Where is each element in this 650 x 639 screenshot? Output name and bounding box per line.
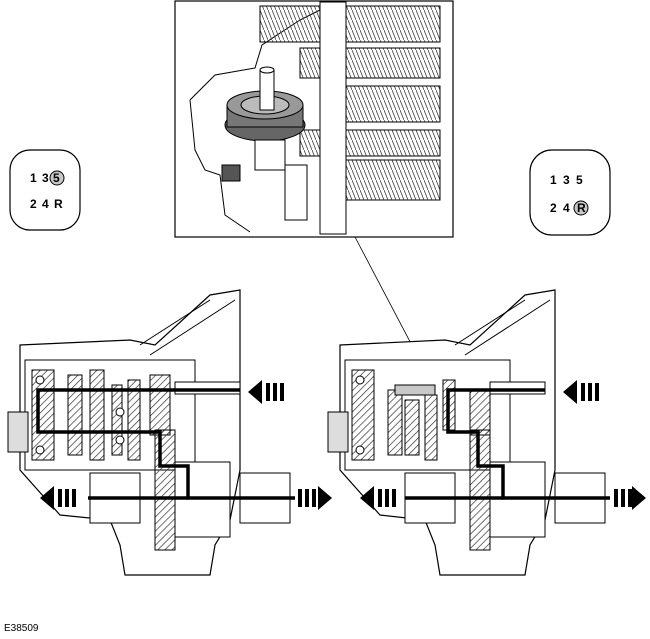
input-arrow-left — [248, 380, 284, 404]
gear-label: R — [54, 197, 63, 211]
gear-label: 5 — [576, 173, 583, 187]
gear-label: 2 — [550, 201, 557, 215]
figure-reference: E38509 — [4, 623, 39, 634]
power-flow-line — [446, 388, 610, 500]
gear-label: 1 — [550, 173, 557, 187]
gear-label: 4 — [42, 197, 49, 211]
output-arrow-right-of-left — [298, 486, 332, 510]
power-flow-line — [36, 388, 295, 500]
gear-label-selected: R — [577, 201, 586, 215]
output-arrow-left — [40, 486, 76, 510]
gear-pattern-right: 1 3 5 2 4 R — [529, 149, 611, 236]
output-arrow-left-of-right — [360, 486, 396, 510]
gear-label: 3 — [42, 171, 49, 185]
detail-inset — [174, 0, 454, 238]
input-arrow-right — [563, 380, 599, 404]
output-arrow-right — [614, 486, 646, 510]
gear-label-selected: 5 — [53, 171, 60, 185]
gear-label: 3 — [563, 173, 570, 187]
cross-section-right — [327, 289, 610, 576]
gear-label: 1 — [30, 171, 37, 185]
cross-section-left — [7, 289, 295, 576]
gear-pattern-left: 1 3 5 2 4 R — [9, 149, 81, 231]
gear-label: 4 — [563, 201, 570, 215]
gear-label: 2 — [30, 197, 37, 211]
